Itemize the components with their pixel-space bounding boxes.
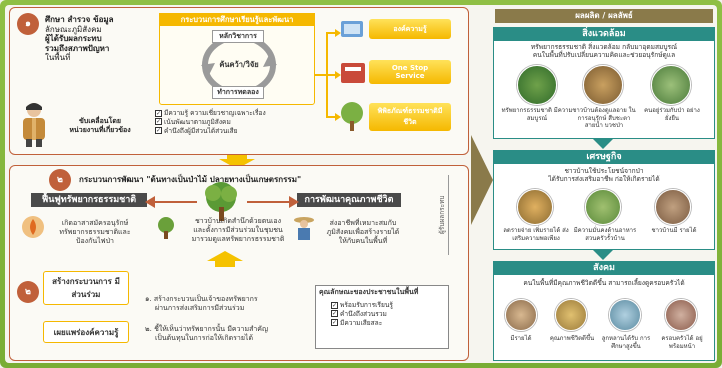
connector-arrows xyxy=(315,29,341,121)
econ-photo-income xyxy=(655,189,691,225)
slide-canvas: ๑ ศึกษา สำรวจ ข้อมูล ลักษณะภูมิสังคม ผู้… xyxy=(5,5,717,363)
social-caption-4: ครอบครัวได้ อยู่พร้อมหน้า xyxy=(661,335,703,350)
volunteer-fire-icon xyxy=(22,216,44,238)
env-caption-2: ชาวบ้านต้องดูแลอาย ในการอนุรักษ์ สืบชะตา… xyxy=(572,107,636,129)
process-title: กระบวนการศึกษาเรียนรู้และพัฒนา xyxy=(159,13,315,26)
hands-tree-icon xyxy=(158,217,174,239)
cycle-top-box: หลักวิชาการ xyxy=(212,30,264,43)
social-caption-3: ลูกหลานได้รับ การศึกษาสูงขึ้น xyxy=(601,335,651,350)
qualities-title: คุณลักษณะของประชาชนในพื้นที่ xyxy=(319,288,419,296)
section1-checklist: ✓มีความรู้ ความเชี่ยวชาญเฉพาะเรื่อง ✓เน้… xyxy=(155,109,325,136)
social-photo-2 xyxy=(555,299,587,331)
result-chevron xyxy=(471,135,493,225)
livelihood-text: ส่งอาชีพที่เหมาะสมกับภูมิสังคมเพื่อสร้าง… xyxy=(326,219,400,245)
person-icon xyxy=(23,103,45,147)
env-desc: ทรัพยากรธรรมชาติ สิ่งแวดล้อม กลับมาอุดมส… xyxy=(530,43,678,60)
env-title: สิ่งแวดล้อม xyxy=(493,27,715,41)
econ-caption-2: มีความมั่นคงด้านอาหาร สวนครัวรั้วบ้าน xyxy=(573,227,637,242)
env-caption-1: ทรัพยากรธรรมชาติ มีความสมบูรณ์ xyxy=(501,107,573,122)
checkbox-icon: ✓ xyxy=(155,109,162,117)
arrows-to-heads xyxy=(145,196,299,208)
social-caption-2: คุณภาพชีวิตดีขึ้น xyxy=(549,335,595,342)
output-living-museum: พิพิธภัณฑ์ธรรมชาติมีชีวิต xyxy=(369,103,451,131)
results-header: ผลผลิต / ผลลัพธ์ xyxy=(495,9,713,23)
sub-text-2: ๒. ชี้ให้เห็นว่าทรัพยากรนั้น มีความสำคัญ… xyxy=(145,325,268,342)
driver-label: ขับเคลื่อนโดย หน่วยงานที่เกี่ยวข้อง xyxy=(69,117,131,134)
restore-result-text: เกิดอาสาสมัครอนุรักษ์ทรัพยากรธรรมชาติและ… xyxy=(59,219,131,245)
econ-caption-3: ชาวบ้านมี รายได้ xyxy=(651,227,697,234)
quality-of-life-head: การพัฒนาคุณภาพชีวิต xyxy=(297,193,401,207)
down-arrow xyxy=(219,155,255,169)
env-photo-people xyxy=(651,65,691,105)
econ-photo-garden xyxy=(585,189,621,225)
affected-vertical-label: ผู้รับผลกระทบ xyxy=(437,175,449,255)
up-arrow xyxy=(207,251,243,267)
env-photo-forest xyxy=(517,65,557,105)
section1-study-text: ศึกษา สำรวจ ข้อมูล ลักษณะภูมิสังคม ผู้ได… xyxy=(45,15,114,63)
cycle-bottom-box: ทำการทดลอง xyxy=(212,86,264,99)
output-knowledge: องค์ความรู้ xyxy=(369,19,451,39)
checkbox-icon: ✓ xyxy=(331,301,338,309)
section2-title: กระบวนการพัฒนา "ต้นทางเป็นป่าไม้ ปลายทาง… xyxy=(79,175,302,184)
social-photo-4 xyxy=(665,299,697,331)
checkbox-icon: ✓ xyxy=(331,319,338,327)
checkbox-icon: ✓ xyxy=(331,310,338,318)
quality-item: ✓คำนึงถึงส่วนรวม xyxy=(331,309,387,318)
service-icon xyxy=(341,63,365,83)
knowledge-icon xyxy=(341,21,363,37)
econ-title: เศรษฐกิจ xyxy=(493,150,715,164)
social-caption-1: มีรายได้ xyxy=(510,335,532,342)
env-down-arrow xyxy=(593,139,613,149)
social-photo-3 xyxy=(609,299,641,331)
participation-button: สร้างกระบวนการ มีส่วนร่วม xyxy=(43,271,129,305)
social-desc: คนในพื้นที่มีคุณภาพชีวิตดีขึ้น สามารถเลี… xyxy=(523,279,685,287)
cycle-middle-label: ค้นคว้า/วิจัย xyxy=(219,60,259,69)
quality-item: ✓พร้อมรับการเรียนรู้ xyxy=(331,301,393,309)
checkbox-icon: ✓ xyxy=(155,127,162,135)
econ-down-arrow xyxy=(593,250,613,260)
econ-photo-harvest xyxy=(517,189,553,225)
big-tree-icon xyxy=(205,182,237,221)
env-caption-3: คนอยู่ร่วมกับป่า อย่างยั่งยืน xyxy=(644,107,700,122)
section3-number: ๒ xyxy=(17,281,39,303)
quality-item: ✓มีความเสียสละ xyxy=(331,318,383,327)
output-one-stop-service: One Stop Service xyxy=(369,60,451,84)
sub-text-1: ๑. สร้างกระบวนเป็นเจ้าของทรัพยากรผ่านการ… xyxy=(145,295,258,312)
check-item: ✓คำนึงถึงผู้มีส่วนได้ส่วนเสีย xyxy=(155,126,238,135)
social-photo-1 xyxy=(505,299,537,331)
community-awareness-text: ชาวบ้านเกิดสำนึกด้วยตนเองและตั้งการมีส่ว… xyxy=(191,217,285,243)
checkbox-icon: ✓ xyxy=(155,118,162,126)
env-photo-ceremony xyxy=(583,65,623,105)
check-item: ✓เน้นพัฒนาตามภูมิสังคม xyxy=(155,117,231,126)
econ-caption-1: ลดรายจ่าย เพิ่มรายได้ ส่งเสริมความพอเพีย… xyxy=(503,227,569,242)
qualities-list: ✓พร้อมรับการเรียนรู้ ✓คำนึงถึงส่วนรวม ✓ม… xyxy=(331,301,441,328)
section2-number: ๒ xyxy=(49,169,71,191)
restore-resources-head: ฟื้นฟูทรัพยากรธรรมชาติ xyxy=(31,193,147,207)
check-item: ✓มีความรู้ ความเชี่ยวชาญเฉพาะเรื่อง xyxy=(155,109,266,117)
tree-icon xyxy=(341,102,363,131)
farmer-icon xyxy=(294,217,314,240)
knowledge-sharing-button: เผยแพร่องค์ความรู้ xyxy=(43,321,129,343)
econ-desc: ชาวบ้านใช้ประโยชน์จากป่าได้รับการส่งเสริ… xyxy=(548,167,660,184)
section1-number: ๑ xyxy=(17,13,39,35)
social-title: สังคม xyxy=(493,261,715,275)
